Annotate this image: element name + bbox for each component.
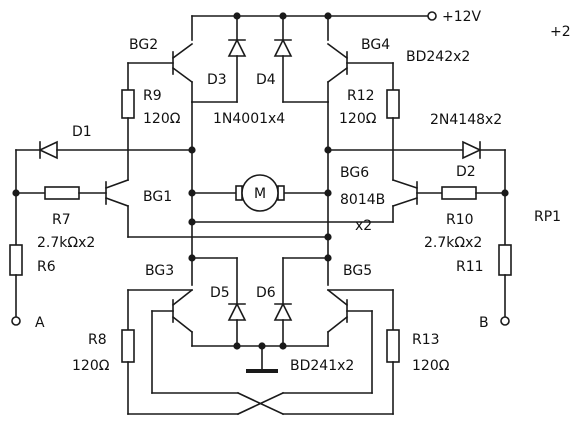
label-r13-value: 120Ω bbox=[412, 358, 450, 374]
motor bbox=[191, 174, 329, 212]
diode-d4 bbox=[273, 15, 329, 103]
diode-d5 bbox=[227, 257, 247, 347]
label-bg3: BG3 bbox=[145, 263, 174, 279]
label-d2: D2 bbox=[456, 164, 476, 180]
transistor-bg1 bbox=[104, 178, 329, 238]
label-d4: D4 bbox=[256, 72, 276, 88]
label-bg6: BG6 bbox=[340, 165, 369, 181]
label-r10-value: 2.7kΩx2 bbox=[424, 235, 482, 251]
resistor-r9 bbox=[121, 89, 135, 119]
label-rp1: RP1 bbox=[534, 209, 561, 225]
diode-d1 bbox=[38, 140, 58, 160]
label-bg1: BG1 bbox=[143, 189, 172, 205]
label-terminal-a: A bbox=[35, 315, 45, 331]
label-d1: D1 bbox=[72, 124, 92, 140]
label-r12-value: 120Ω bbox=[339, 111, 377, 127]
labels: +12V +2 BG2 BG4 BD242x2 D3 D4 R9 120Ω R1… bbox=[35, 9, 571, 374]
label-d3: D3 bbox=[207, 72, 227, 88]
resistor-r8 bbox=[121, 329, 135, 363]
label-corner: +2 bbox=[550, 24, 571, 40]
transistor-bg3 bbox=[151, 288, 194, 347]
label-1n4001: 1N4001x4 bbox=[213, 111, 285, 127]
lower-bridge bbox=[191, 257, 329, 286]
label-r10: R10 bbox=[446, 212, 474, 228]
terminal-b bbox=[500, 316, 510, 326]
transistor-bg2 bbox=[127, 42, 194, 103]
label-bd242: BD242x2 bbox=[406, 49, 470, 65]
label-8014b: 8014B bbox=[340, 192, 385, 208]
resistor-r12 bbox=[386, 89, 400, 119]
label-bg5: BG5 bbox=[343, 263, 372, 279]
transistor-bg5 bbox=[326, 288, 373, 347]
label-r7-value: 2.7kΩx2 bbox=[37, 235, 95, 251]
label-r6: R6 bbox=[37, 259, 56, 275]
supply-rail bbox=[191, 11, 437, 41]
left-drive bbox=[9, 62, 193, 326]
label-2n4148: 2N4148x2 bbox=[430, 112, 502, 128]
supply-terminal bbox=[427, 11, 437, 21]
ground-symbol bbox=[191, 342, 329, 373]
cross-coupling bbox=[121, 289, 400, 416]
label-r13: R13 bbox=[412, 332, 440, 348]
label-r11: R11 bbox=[456, 259, 484, 275]
label-bg4: BG4 bbox=[361, 37, 390, 53]
label-motor: M bbox=[254, 186, 266, 202]
terminal-a bbox=[11, 316, 21, 326]
label-r9-value: 120Ω bbox=[143, 111, 181, 127]
resistor-r6 bbox=[9, 244, 23, 276]
right-drive bbox=[327, 62, 512, 326]
label-supply: +12V bbox=[442, 9, 482, 25]
diode-d6 bbox=[273, 257, 293, 347]
diode-d3 bbox=[191, 15, 247, 103]
label-terminal-b: B bbox=[479, 315, 489, 331]
label-r7: R7 bbox=[52, 212, 71, 228]
resistor-r13 bbox=[386, 329, 400, 363]
transistor-bg6 bbox=[188, 178, 419, 226]
label-x2: x2 bbox=[355, 218, 372, 234]
label-bd241: BD241x2 bbox=[290, 358, 354, 374]
label-d6: D6 bbox=[256, 285, 276, 301]
label-bg2: BG2 bbox=[129, 37, 158, 53]
label-r8: R8 bbox=[88, 332, 107, 348]
resistor-r11 bbox=[498, 244, 512, 276]
resistor-r7 bbox=[44, 186, 80, 200]
label-r8-value: 120Ω bbox=[72, 358, 110, 374]
label-r9: R9 bbox=[143, 88, 162, 104]
diode-d2 bbox=[462, 140, 482, 160]
label-r12: R12 bbox=[347, 88, 375, 104]
resistor-r10 bbox=[441, 186, 477, 200]
label-d5: D5 bbox=[210, 285, 230, 301]
transistor-bg4 bbox=[326, 42, 394, 103]
